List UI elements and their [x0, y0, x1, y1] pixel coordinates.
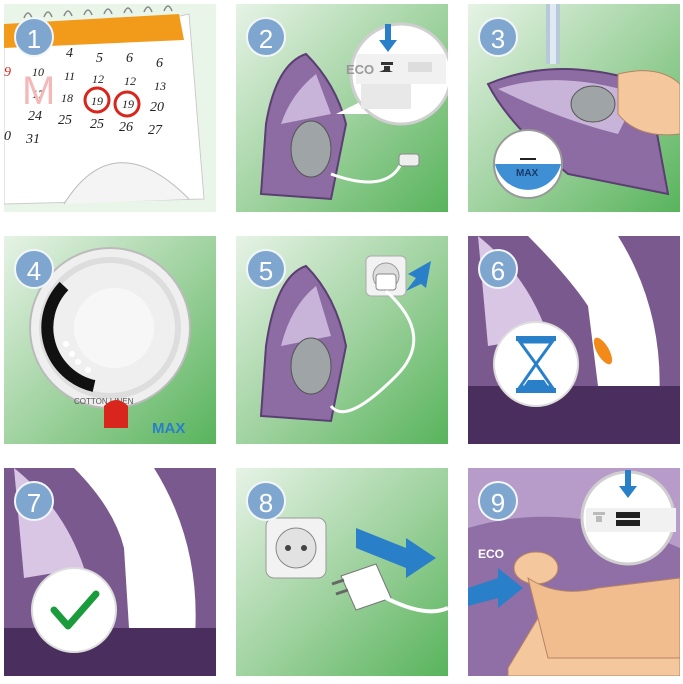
step-number-badge: 7 [14, 481, 54, 521]
fill-water-tank-icon: MAX [486, 4, 680, 199]
step-9-panel: ECO 9 [468, 468, 680, 676]
step-number-badge: 5 [246, 249, 286, 289]
cal-num-3: 6 [126, 51, 133, 66]
cal-num-10: 17 [32, 87, 45, 101]
cal-num-12: 19 [91, 94, 103, 108]
cal-num-4: 6 [156, 56, 163, 71]
step-5-panel: 5 [236, 236, 448, 444]
circle-mark-2 [113, 90, 141, 118]
max-label: MAX [516, 168, 539, 179]
eco-label: ECO [478, 547, 504, 561]
step-4-panel: COTTON LINEN MAX 4 [4, 236, 216, 444]
checkmark-icon [4, 468, 216, 676]
cal-num-2: 5 [96, 51, 103, 66]
iron-calc-indicator-icon: ECO [259, 22, 448, 201]
cal-num-21: 0 [4, 129, 11, 144]
hourglass-symbol [516, 336, 556, 393]
step-7-panel: 7 [4, 468, 216, 676]
step-number-badge: 2 [246, 17, 286, 57]
temperature-dial-icon: COTTON LINEN MAX [29, 247, 191, 437]
cal-num-8: 12 [124, 74, 136, 88]
eco-label: ECO [346, 62, 374, 77]
cal-num-5: 10 [32, 65, 44, 79]
calendar-icon: 3 4 5 6 6 10 11 12 12 13 17 18 19 19 20 … [4, 4, 216, 212]
unplug-icon [265, 517, 448, 614]
step-3-panel: MAX 3 [468, 4, 680, 212]
cal-num-6: 11 [64, 69, 75, 83]
step-number-badge: 4 [14, 249, 54, 289]
arrow-icon [406, 261, 431, 291]
cal-num-22: 9 [4, 65, 11, 80]
plug-in-socket-icon [259, 255, 431, 423]
cal-num-13: 19 [122, 97, 134, 111]
step-2-panel: ECO 2 [236, 4, 448, 212]
cal-num-14: 20 [150, 100, 164, 115]
down-arrow-icon [619, 486, 637, 498]
step-1-panel: 3 4 5 6 6 10 11 12 12 13 17 18 19 19 20 … [4, 4, 216, 212]
cal-num-11: 18 [61, 91, 73, 105]
arrow-icon [468, 568, 523, 608]
pointer-icon [104, 400, 128, 428]
cal-num-18: 26 [119, 120, 133, 135]
step-6-panel: 6 [468, 236, 680, 444]
circle-mark-1 [83, 86, 111, 114]
cal-num-20: 31 [25, 132, 40, 147]
step-number-badge: 8 [246, 481, 286, 521]
cal-num-16: 25 [58, 113, 72, 128]
arrow-icon [356, 528, 436, 578]
svg-text:M: M [22, 69, 55, 113]
step-number-badge: 9 [478, 481, 518, 521]
step-number-badge: 6 [478, 249, 518, 289]
step-number-badge: 1 [14, 17, 54, 57]
cal-num-15: 24 [28, 109, 42, 124]
step-8-panel: 8 [236, 468, 448, 676]
cal-num-1: 4 [66, 46, 73, 61]
cal-num-9: 13 [154, 79, 166, 93]
down-arrow-icon [379, 40, 397, 52]
cal-num-7: 12 [92, 72, 104, 86]
svg-text:COTTON LINEN: COTTON LINEN [74, 397, 134, 406]
step-number-badge: 3 [478, 17, 518, 57]
cal-num-19: 27 [148, 123, 163, 138]
max-label: MAX [152, 420, 185, 437]
cal-num-17: 25 [90, 117, 104, 132]
